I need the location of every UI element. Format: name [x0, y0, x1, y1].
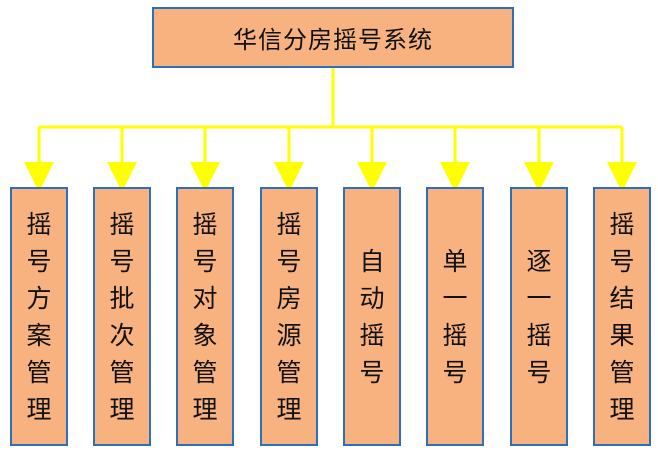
- child-node-4: 摇号房源管理: [260, 187, 318, 446]
- child-node-3: 摇号对象管理: [176, 187, 234, 446]
- child-label-5: 自动摇号: [359, 246, 385, 387]
- child-node-2: 摇号批次管理: [93, 187, 151, 446]
- child-label-3: 摇号对象管理: [192, 209, 218, 424]
- root-title: 华信分房摇号系统: [233, 26, 433, 54]
- child-node-8: 摇号结果管理: [593, 187, 651, 446]
- child-label-6: 单一摇号: [442, 246, 468, 387]
- root-node: 华信分房摇号系统: [152, 7, 514, 68]
- child-node-6: 单一摇号: [426, 187, 484, 446]
- child-node-5: 自动摇号: [343, 187, 401, 446]
- child-node-7: 逐一摇号: [510, 187, 568, 446]
- child-label-1: 摇号方案管理: [26, 209, 52, 424]
- child-node-1: 摇号方案管理: [10, 187, 68, 446]
- child-label-2: 摇号批次管理: [109, 209, 135, 424]
- child-label-4: 摇号房源管理: [276, 209, 302, 424]
- child-label-8: 摇号结果管理: [609, 209, 635, 424]
- child-label-7: 逐一摇号: [526, 246, 552, 387]
